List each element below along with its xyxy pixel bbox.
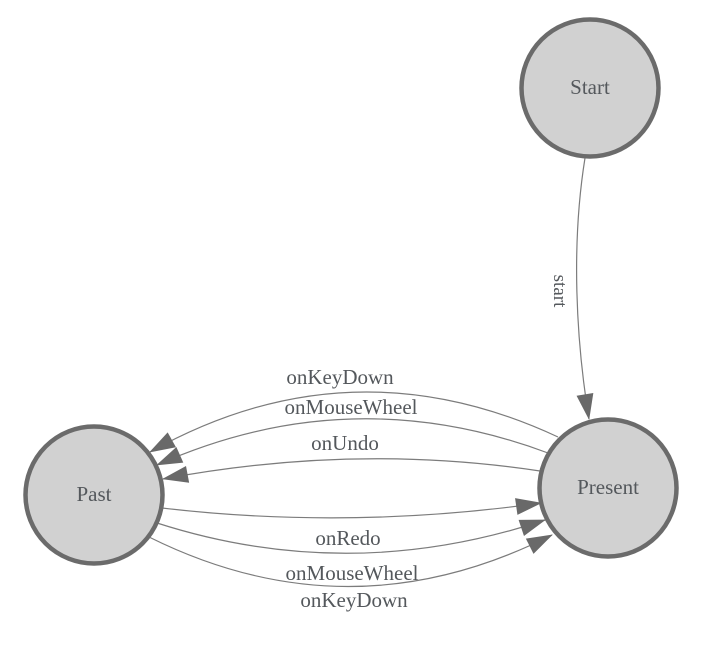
node-layer: Start Present Past — [23, 17, 679, 566]
edge-past-to-present-onredo — [161, 498, 542, 519]
node-past-circle[interactable] — [23, 424, 165, 566]
node-present-label: Present — [577, 475, 639, 499]
edge-past-to-present-onmousewheel — [156, 519, 546, 554]
edge-present-to-past-onundo — [162, 458, 541, 483]
node-start[interactable]: Start — [519, 17, 661, 159]
edge-present-to-past-onmousewheel — [156, 418, 549, 466]
edge-start-to-present — [576, 157, 594, 420]
edge-label-onundo: onUndo — [311, 431, 379, 455]
edge-label-layer: start onKeyDown onMouseWheel onUndo onRe… — [285, 275, 570, 612]
edge-label-onmousewheel-bottom: onMouseWheel — [286, 561, 419, 585]
edge-label-onkeydown-top: onKeyDown — [286, 365, 394, 389]
edge-label-start: start — [549, 275, 570, 308]
node-present[interactable]: Present — [537, 417, 679, 559]
edge-past-to-present-onkeydown — [148, 534, 553, 588]
edge-label-onkeydown-bottom: onKeyDown — [300, 588, 408, 612]
node-past-label: Past — [76, 482, 111, 506]
edge-layer — [148, 157, 594, 588]
edge-label-onmousewheel-top: onMouseWheel — [285, 395, 418, 419]
node-start-circle[interactable] — [519, 17, 661, 159]
node-past[interactable]: Past — [23, 424, 165, 566]
edge-present-to-past-onkeydown — [149, 391, 559, 453]
node-present-circle[interactable] — [537, 417, 679, 559]
edge-label-onredo: onRedo — [315, 526, 380, 550]
node-start-label: Start — [570, 75, 610, 99]
